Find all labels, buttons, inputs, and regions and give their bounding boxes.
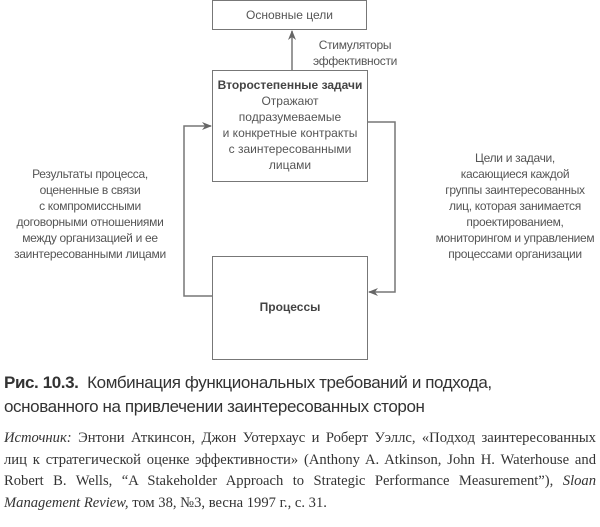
box-line: Отражают [261,94,319,108]
journal-name: Sloan Management Review, [4,473,597,511]
caption-text: Комбинация функциональных требований и п… [87,373,492,392]
box-line: и конкретные контракты [222,126,358,140]
left-annotation: Результаты процесса, оцененные в связи с… [0,166,180,262]
box-line: лицами [268,158,312,172]
secondary-tasks-title: Второстепенные задачи [217,78,363,92]
source-label: Источник: [4,430,72,446]
source-note: Источник: Энтони Аткинсон, Джон Уотерхау… [4,428,596,514]
annotation-line: оцененные в связи [39,183,141,197]
annotation-line: договорными отношениями [16,215,164,229]
annotation-line: процессами организации [448,247,582,261]
caption-text: основанного на привлечении заинтересован… [4,397,425,416]
annotation-line: проектированием, [466,215,564,229]
secondary-tasks-box: Второстепенные задачи Отражают подразуме… [212,70,368,182]
annotation-line: Цели и задачи, [475,151,555,165]
figure-caption: Рис. 10.3. Комбинация функциональных тре… [4,371,600,419]
arrow-label-line: Стимуляторы [318,38,392,52]
annotation-line: лиц, которая занимается [449,199,581,213]
box-line: с заинтересованными [228,142,352,156]
connectors [183,30,396,297]
arrow-label-line: эффективности [312,54,398,68]
annotation-line: с компромиссными [39,199,141,213]
right-annotation: Цели и задачи, касающиеся каждой группы … [425,150,600,262]
arrow-label: Стимуляторы эффективности [305,37,405,69]
box-line: подразумеваемые [238,110,342,124]
source-text: том 38, №3, весна 1997 г., с. 31. [132,494,327,511]
source-text: Энтони Аткинсон, Джон Уотерхаус и Роберт… [4,430,596,489]
left-feedback-arrow [183,122,212,297]
annotation-line: касающиеся каждой [460,167,570,181]
annotation-line: Результаты процесса, [32,167,148,181]
annotation-line: между организацией и ее [22,231,158,245]
main-goals-box: Основные цели [212,0,367,30]
annotation-line: заинтересованными лицами [14,247,166,261]
right-feedback-arrow [368,121,396,296]
caption-label: Рис. 10.3. [4,373,79,392]
annotation-line: мониторингом и управлением [435,231,595,245]
processes-box: Процессы [212,256,368,360]
annotation-line: группы заинтересованных [445,183,585,197]
